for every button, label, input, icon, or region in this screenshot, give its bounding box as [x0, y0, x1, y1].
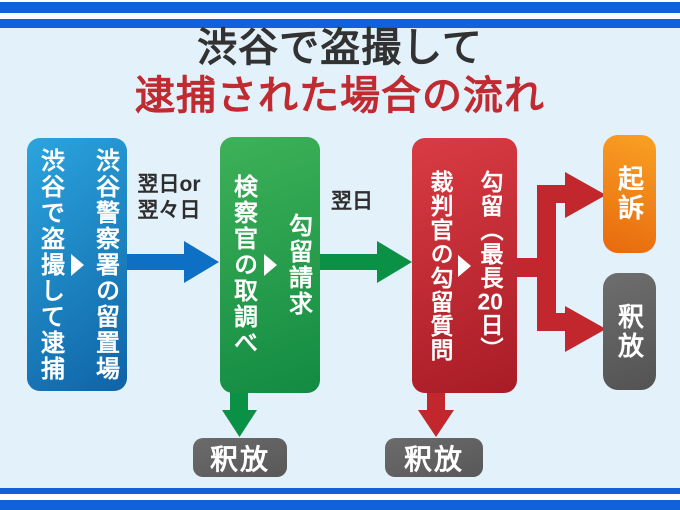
release-box-under-prosecutor-text: 釈放 [209, 443, 270, 475]
prosecution-box-text: 起訴 [614, 165, 645, 223]
arrow1-label: 翌日or 翌々日 [128, 172, 210, 224]
arrest-box-right-text: 渋谷警察署の留置場 [91, 147, 119, 382]
top-border-bar-2 [0, 19, 680, 28]
arrow2-label: 翌日 [331, 190, 373, 213]
prosecution-box: 起訴 [603, 135, 656, 253]
judge-box-right-text-pre: 勾留（最長 [477, 170, 503, 290]
bottom-border-gap [0, 494, 680, 500]
judge-box-left-text: 裁判官の勾留質問 [427, 169, 453, 362]
arrow-judge-branch [510, 172, 606, 352]
prosecutor-box-right-text: 勾留請求 [284, 213, 312, 317]
step-triangle-icon [458, 254, 471, 277]
release-box-under-judge: 釈放 [385, 438, 483, 477]
arrow-prosecutor-release-down [222, 390, 257, 437]
release-box-right: 釈放 [603, 273, 656, 390]
top-border-gap-2 [0, 13, 680, 19]
release-box-under-judge-text: 釈放 [403, 443, 464, 475]
arrow-judge-release-down [418, 390, 454, 437]
arrow-arrest-to-prosecutor [127, 241, 219, 283]
judge-box-right-text-number: 20 [477, 290, 503, 313]
prosecutor-box-left-text: 検察官の取調べ [229, 174, 257, 356]
judge-box-right-text: 勾留（最長20日） [477, 170, 503, 361]
judge-box: 裁判官の勾留質問 勾留（最長20日） [412, 138, 517, 393]
arrow-prosecutor-to-judge [320, 241, 412, 283]
release-box-under-prosecutor: 釈放 [193, 438, 287, 477]
bottom-border-bar-1 [0, 488, 680, 494]
prosecutor-box: 検察官の取調べ 勾留請求 [220, 137, 320, 393]
judge-box-right-text-post: 日） [477, 313, 503, 361]
arrow1-label-line2: 翌々日 [137, 199, 201, 222]
bottom-border-bar-2 [0, 500, 680, 510]
step-triangle-icon [263, 254, 277, 276]
step-triangle-icon [70, 253, 84, 276]
arrow1-label-line1: 翌日or [137, 173, 201, 196]
release-box-right-text: 釈放 [614, 302, 645, 361]
arrest-box-left-text: 渋谷で盗撮して逮捕 [36, 147, 64, 382]
page-title: 渋谷で盗撮して 逮捕された場合の流れ [0, 24, 680, 120]
page-title-line2: 逮捕された場合の流れ [135, 74, 545, 118]
arrest-box: 渋谷で盗撮して逮捕 渋谷警察署の留置場 [27, 138, 127, 391]
page-title-line1: 渋谷で盗撮して [197, 26, 483, 70]
top-border-gap-1 [0, 0, 680, 2]
top-border-bar-1 [0, 2, 680, 13]
